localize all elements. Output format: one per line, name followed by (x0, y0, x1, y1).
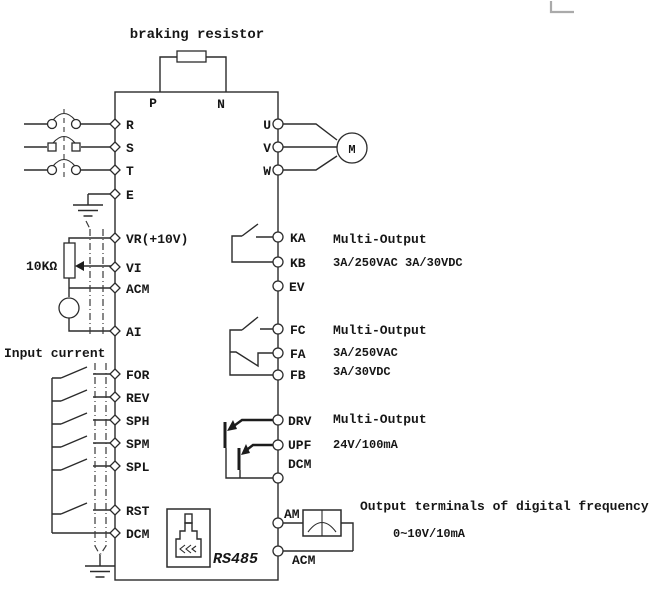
rs485-label: RS485 (213, 551, 258, 568)
terminal-label-rev: REV (126, 391, 150, 406)
motor-circuit (283, 123, 368, 171)
terminal-label-ka: KA (290, 231, 306, 246)
terminal-label-drv: DRV (288, 414, 312, 429)
terminal-label-upf: UPF (288, 438, 312, 453)
relay2-spec-line2: 3A/30VDC (333, 365, 391, 379)
terminal-label-fb: FB (290, 368, 306, 383)
wiper-arrow-icon (75, 261, 84, 271)
terminal-label-spl: SPL (126, 460, 150, 475)
motor-label: M (348, 143, 355, 157)
terminal-label-am: AM (284, 507, 300, 522)
digital-input-switches (51, 363, 116, 578)
terminal-label-ai: AI (126, 325, 142, 340)
potentiometer-icon (63, 242, 76, 279)
shield-line (85, 220, 104, 337)
transistor-spec: 24V/100mA (333, 438, 399, 452)
input-current-label: Input current (4, 346, 105, 361)
motor-icon (336, 132, 368, 164)
transistor-title: Multi-Output (333, 412, 427, 427)
earth-ground-icon (72, 193, 110, 217)
potentiometer-label: 10KΩ (26, 259, 57, 274)
current-source-icon (58, 297, 80, 319)
terminal-label-spm: SPM (126, 437, 150, 452)
terminal-label-for: FOR (126, 368, 150, 383)
terminal-label-rst: RST (126, 504, 150, 519)
terminal-label-w: W (263, 164, 271, 179)
terminal-label-n: N (217, 97, 225, 112)
shield-ground-icon (84, 554, 116, 578)
terminal-label-fa: FA (290, 347, 306, 362)
freq-output-spec: 0~10V/10mA (393, 527, 466, 541)
terminal-label-vr: VR(+10V) (126, 232, 188, 247)
relay-contact-fc-icon (229, 316, 273, 376)
braking-resistor-icon (159, 50, 227, 92)
terminal-label-t: T (126, 164, 134, 179)
diagram-title: braking resistor (130, 27, 264, 43)
terminal-label-e: E (126, 188, 134, 203)
terminal-label-r: R (126, 118, 134, 133)
terminal-label-kb: KB (290, 256, 306, 271)
terminal-label-dcm2: DCM (288, 457, 312, 472)
terminal-label-v: V (263, 141, 271, 156)
relay1-spec: 3A/250VAC 3A/30VDC (333, 256, 463, 270)
terminal-label-u: U (263, 118, 271, 133)
terminal-label-sph: SPH (126, 414, 149, 429)
three-phase-breaker-icon (24, 109, 110, 178)
relay2-title: Multi-Output (333, 323, 427, 338)
scan-artifact-corner (549, 1, 574, 14)
terminal-label-acm2: ACM (292, 553, 316, 568)
terminal-label-fc: FC (290, 323, 306, 338)
terminal-label-ev: EV (289, 280, 305, 295)
analog-input-circuit (58, 220, 115, 337)
relay1-title: Multi-Output (333, 232, 427, 247)
transistor-outputs-icon (223, 418, 273, 479)
terminal-label-p: P (149, 96, 157, 111)
freq-output-title: Output terminals of digital frequency (360, 499, 649, 514)
frequency-meter-circuit (283, 509, 354, 552)
terminal-label-dcm: DCM (126, 527, 150, 542)
relay-contact-ka-icon (231, 223, 273, 263)
shield-line (94, 363, 107, 556)
rs485-jack-icon (166, 508, 211, 568)
terminal-label-vi: VI (126, 261, 142, 276)
relay2-spec-line1: 3A/250VAC (333, 346, 398, 360)
terminal-label-acm: ACM (126, 282, 150, 297)
terminal-label-s: S (126, 141, 134, 156)
